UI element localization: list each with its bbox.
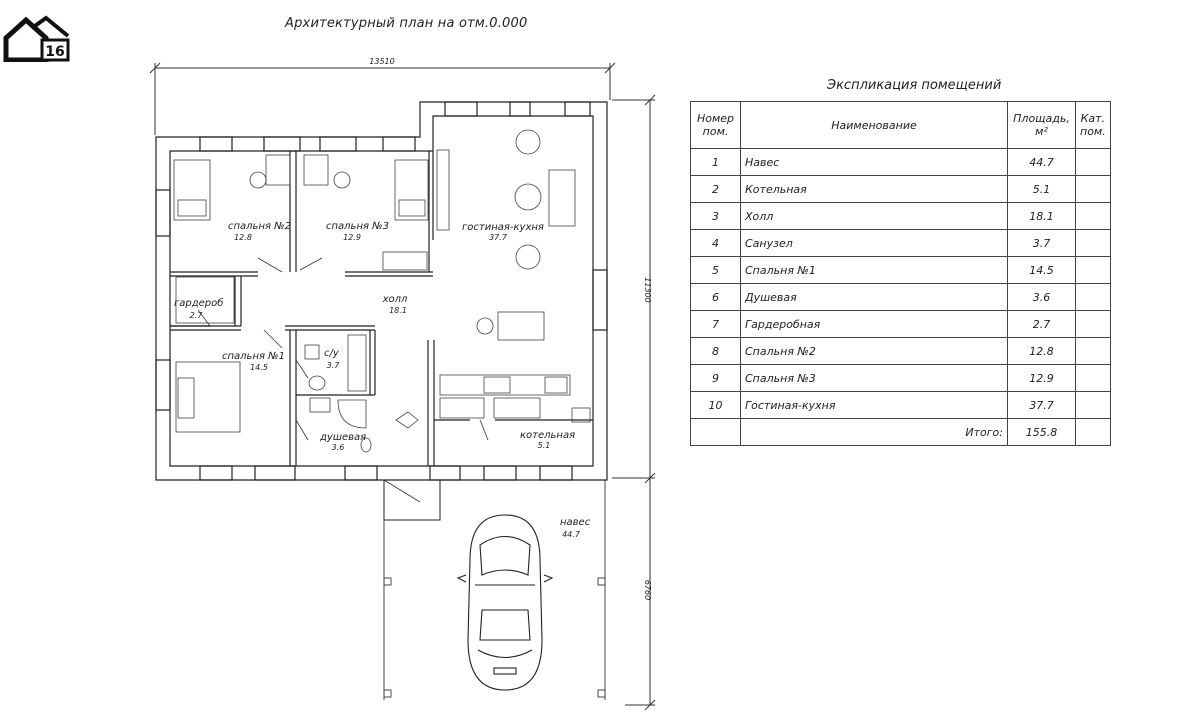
cell-cat (1075, 337, 1111, 365)
cell-name: Навес (740, 148, 1008, 176)
cell-area: 44.7 (1007, 148, 1076, 176)
total-label: Итого: (740, 418, 1008, 446)
cell-name: Душевая (740, 283, 1008, 311)
cell-cat (1075, 283, 1111, 311)
room-area-bedroom3: 12.9 (343, 233, 361, 242)
cell-cat (1075, 364, 1111, 392)
total-row: Итого:155.8 (690, 418, 1111, 446)
table-header-row: Номер пом. Наименование Площадь, м² Кат.… (690, 101, 1111, 149)
cell-name: Гардеробная (740, 310, 1008, 338)
room-label-shower: душевая (319, 432, 366, 443)
room-area-hall: 18.1 (389, 306, 407, 315)
cell-cat (1075, 391, 1111, 419)
house-logo-icon: 16 (3, 15, 70, 62)
cell-num: 5 (690, 256, 741, 284)
cell-name: Гостиная-кухня (740, 391, 1008, 419)
cell-name: Санузел (740, 229, 1008, 257)
cell-area: 18.1 (1007, 202, 1076, 230)
room-label-wc: с/у (324, 348, 340, 359)
cell-area: 2.7 (1007, 310, 1076, 338)
cell-num: 2 (690, 175, 741, 203)
cell-num: 4 (690, 229, 741, 257)
cell-name: Спальня №2 (740, 337, 1008, 365)
cell-cat (1075, 175, 1111, 203)
cell-cat (1075, 256, 1111, 284)
room-label-bedroom3: спальня №3 (326, 221, 389, 232)
cell-num: 10 (690, 391, 741, 419)
cell-area: 3.7 (1007, 229, 1076, 257)
room-label-living: гостиная-кухня (462, 222, 544, 233)
cell-area: 12.9 (1007, 364, 1076, 392)
cell-num: 7 (690, 310, 741, 338)
header-cat: Кат. пом. (1075, 101, 1111, 149)
cell-num: 8 (690, 337, 741, 365)
room-area-wc: 3.7 (327, 361, 341, 370)
cell-cat (1075, 202, 1111, 230)
dimension-height-carport: 6760 (643, 580, 652, 600)
cell-name: Спальня №1 (740, 256, 1008, 284)
cell-num: 1 (690, 148, 741, 176)
room-label-carport: навес (560, 517, 591, 528)
room-label-hall: холл (382, 294, 408, 305)
cell-num: 3 (690, 202, 741, 230)
cell-empty (1075, 418, 1111, 446)
explication-table: Номер пом. Наименование Площадь, м² Кат.… (690, 101, 1111, 446)
room-label-bedroom1: спальня №1 (222, 351, 285, 362)
cell-cat (1075, 310, 1111, 338)
room-area-boiler: 5.1 (538, 441, 551, 450)
cell-cat (1075, 148, 1111, 176)
header-name: Наименование (740, 101, 1008, 149)
cell-area: 12.8 (1007, 337, 1076, 365)
plan-title: Архитектурный план на отм.0.000 (285, 16, 528, 31)
room-area-bedroom1: 14.5 (250, 363, 268, 372)
room-label-wardrobe: гардероб (174, 297, 223, 309)
cell-num: 6 (690, 283, 741, 311)
cell-num: 9 (690, 364, 741, 392)
room-area-shower: 3.6 (332, 443, 345, 452)
cell-area: 37.7 (1007, 391, 1076, 419)
dimension-height-house: 11300 (643, 277, 652, 302)
cell-area: 14.5 (1007, 256, 1076, 284)
room-area-wardrobe: 2.7 (190, 311, 204, 320)
cell-cat (1075, 229, 1111, 257)
room-area-bedroom2: 12.8 (234, 233, 252, 242)
room-area-living: 37.7 (489, 233, 508, 242)
logo-number: 16 (45, 44, 64, 60)
header-num: Номер пом. (690, 101, 741, 149)
cell-area: 3.6 (1007, 283, 1076, 311)
room-label-bedroom2: спальня №2 (228, 221, 291, 232)
cell-name: Спальня №3 (740, 364, 1008, 392)
room-area-carport: 44.7 (562, 530, 581, 539)
total-value: 155.8 (1007, 418, 1076, 446)
cell-area: 5.1 (1007, 175, 1076, 203)
cell-name: Котельная (740, 175, 1008, 203)
header-area: Площадь, м² (1007, 101, 1076, 149)
explication-title: Экспликация помещений (827, 78, 1002, 93)
cell-name: Холл (740, 202, 1008, 230)
cell-empty (690, 418, 741, 446)
room-label-boiler: котельная (520, 430, 575, 441)
dimension-width: 13510 (369, 57, 394, 66)
